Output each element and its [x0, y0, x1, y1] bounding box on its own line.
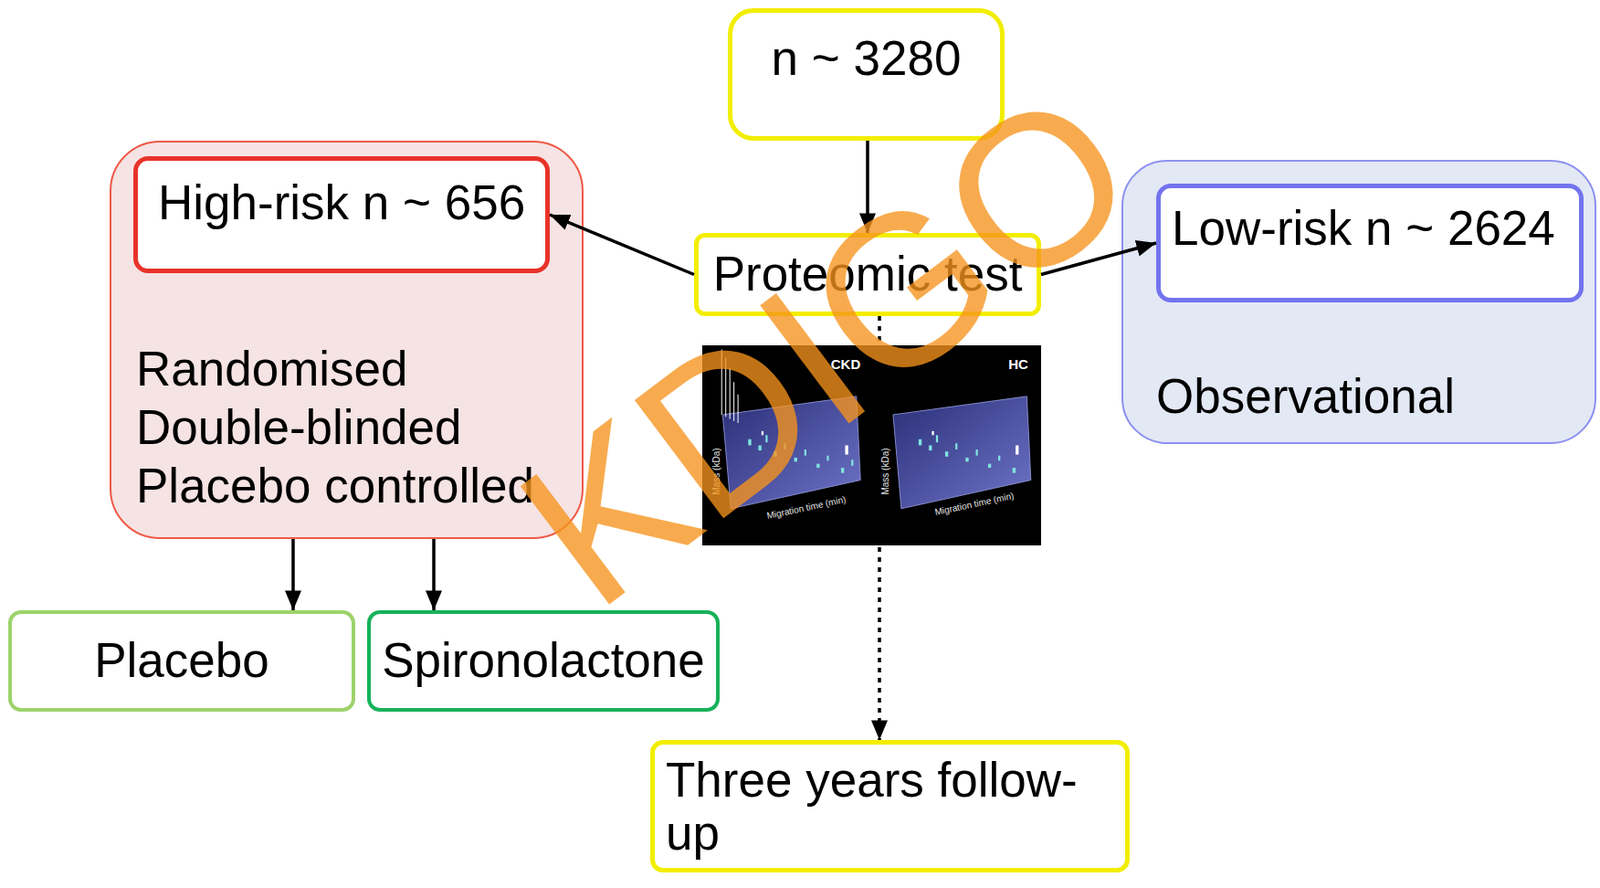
node-text: Observational — [1156, 368, 1584, 425]
plot-plane — [893, 396, 1032, 509]
node-text: High-risk n ~ 656 — [157, 175, 535, 232]
arrow-connector — [865, 140, 870, 233]
node-text: Placebo — [94, 632, 270, 689]
low-risk-box: Low-risk n ~ 2624 — [1156, 183, 1584, 303]
test-box: Proteomic test — [694, 232, 1042, 316]
observational-group: Observational Low-risk n ~ 2624 — [1121, 159, 1597, 444]
placebo-box: Placebo — [8, 610, 356, 712]
peak-dots — [747, 434, 1016, 473]
node-text: Randomised Double-blinded Placebo contro… — [136, 339, 557, 516]
electropherogram-image — [702, 345, 1042, 546]
drug-box: Spironolactone — [367, 610, 720, 712]
high-risk-box: High-risk n ~ 656 — [133, 156, 550, 274]
peak-lines — [721, 348, 738, 422]
node-text: Spironolactone — [381, 632, 706, 689]
plot-plane — [722, 396, 861, 509]
node-text: Low-risk n ~ 2624 — [1171, 200, 1569, 257]
peak-dots — [761, 431, 1020, 455]
node-text: n ~ 3280 — [771, 31, 962, 87]
follow-up-box: Three years follow-up — [650, 739, 1130, 873]
arrow-connector — [431, 538, 436, 611]
arrow-connector — [291, 538, 295, 611]
node-text: Three years follow-up — [665, 753, 1113, 861]
image-background — [702, 345, 1042, 546]
node-text: Proteomic test — [713, 246, 1023, 303]
sample-box: n ~ 3280 — [727, 8, 1005, 141]
trial-group: Randomised Double-blinded Placebo contro… — [109, 140, 584, 539]
